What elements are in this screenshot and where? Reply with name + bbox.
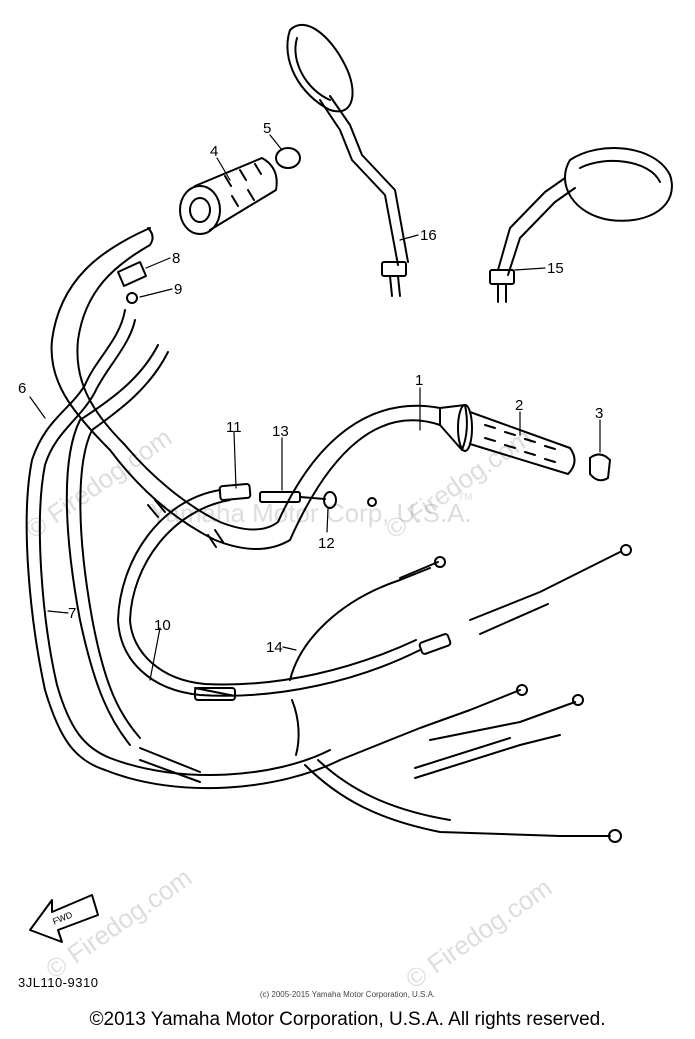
cable-left-inner	[65, 344, 169, 746]
callout-3: 3	[595, 405, 603, 422]
callout-1: 1	[415, 372, 423, 389]
callout-5: 5	[263, 120, 271, 137]
bar-end-left	[275, 147, 301, 169]
diagram-part-number: 3JL110-9310	[18, 975, 99, 990]
handlebar	[50, 227, 441, 550]
copyright-notice: ©2013 Yamaha Motor Corporation, U.S.A. A…	[89, 1009, 606, 1030]
callout-10: 10	[154, 617, 171, 634]
throttle-cable	[117, 489, 452, 701]
callout-2: 2	[515, 397, 523, 414]
callout-8: 8	[172, 250, 180, 267]
callout-14: 14	[266, 639, 283, 656]
screw	[126, 292, 138, 304]
grip-left	[179, 157, 278, 235]
cable-lower-sweep	[104, 747, 341, 790]
cable-adjuster	[218, 482, 377, 509]
right-cables	[304, 544, 632, 843]
callout-16: 16	[420, 227, 437, 244]
bar-end-right	[589, 453, 611, 482]
grip-right	[439, 404, 576, 475]
leader-lines	[29, 134, 601, 681]
cable-left-outer	[25, 309, 136, 771]
callout-11: 11	[226, 419, 242, 436]
callout-9: 9	[174, 281, 182, 298]
forward-arrow-icon	[29, 894, 99, 943]
mirror-right	[489, 147, 673, 303]
callout-13: 13	[272, 423, 289, 440]
clutch-cable	[289, 556, 446, 756]
callout-15: 15	[547, 260, 564, 277]
callout-4: 4	[210, 143, 218, 160]
callout-labels: 1 2 3 4 5 6 7 8 9 10 11 13 12 14 15 16 F…	[18, 120, 603, 927]
cable-guide	[117, 261, 147, 287]
callout-7: 7	[68, 605, 76, 622]
copyright-small: (c) 2005-2015 Yamaha Motor Corporation, …	[259, 990, 436, 999]
mirror-left	[286, 24, 409, 297]
callout-6: 6	[18, 380, 26, 397]
callout-12: 12	[318, 535, 335, 552]
